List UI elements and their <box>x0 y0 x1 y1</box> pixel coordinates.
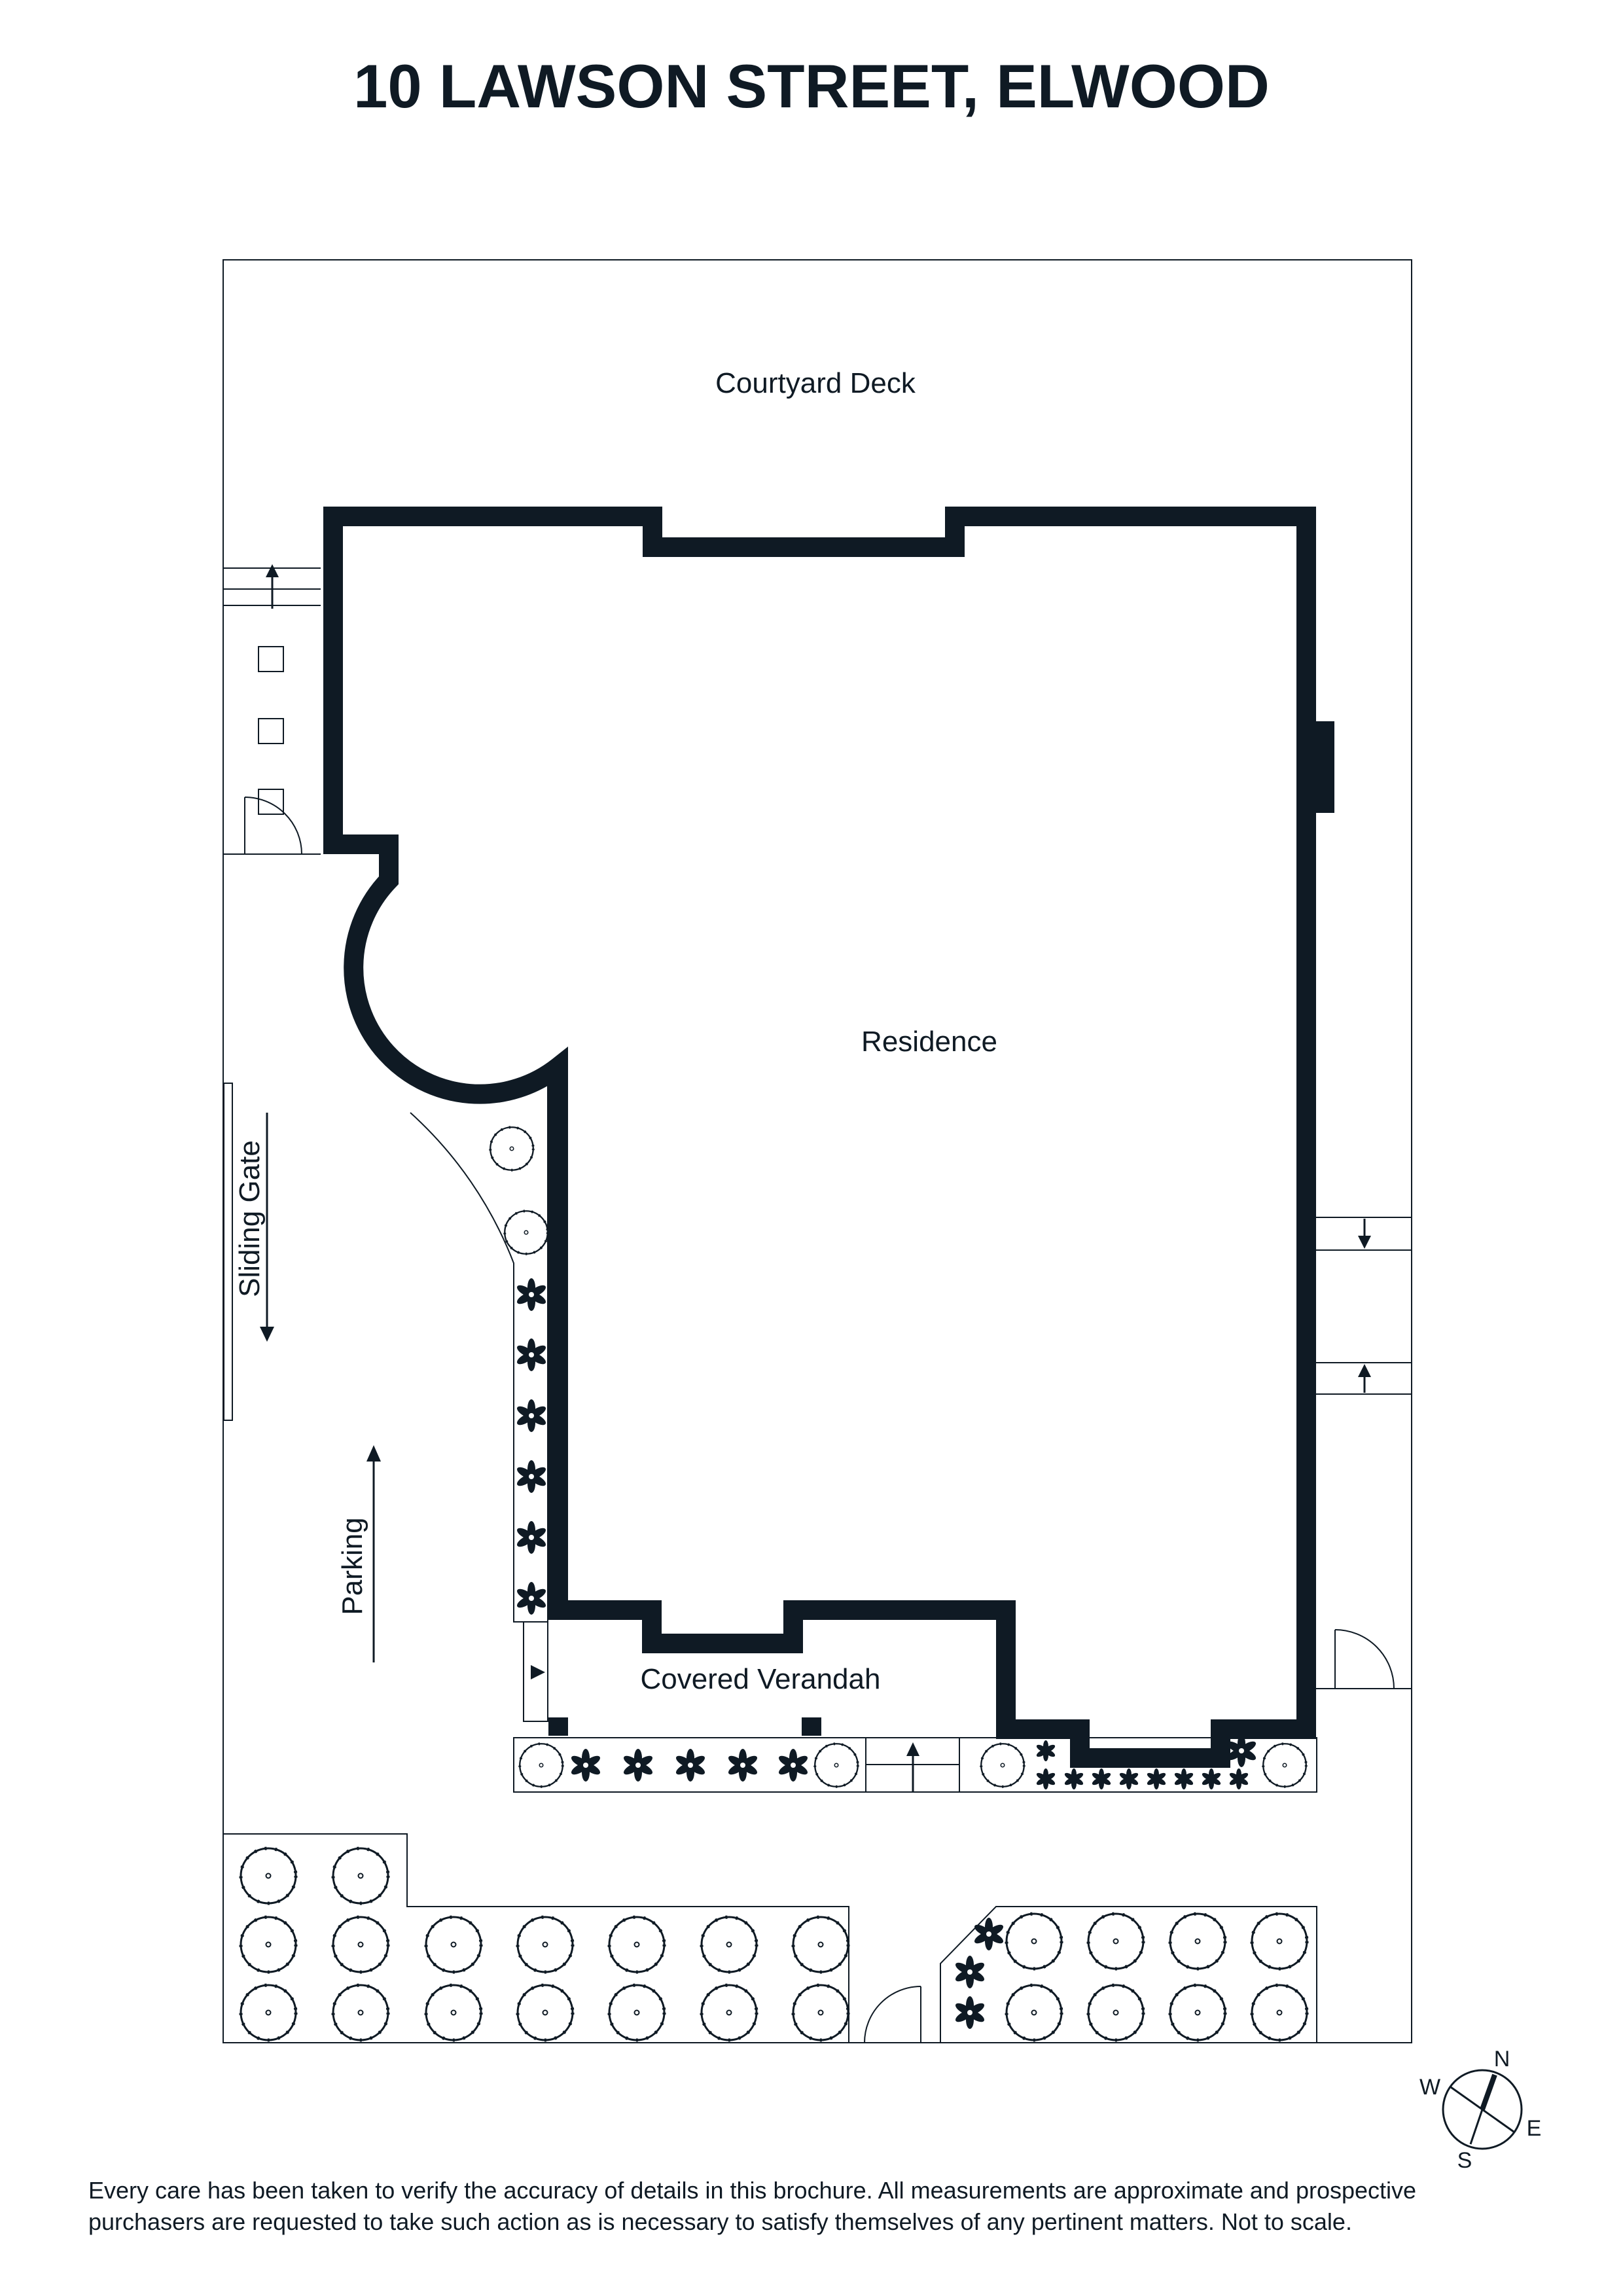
east-openings <box>1316 1217 1412 1689</box>
covered-verandah-label: Covered Verandah <box>641 1663 881 1695</box>
compass-icon <box>1442 2069 1523 2150</box>
front-gate <box>864 1986 921 2043</box>
compass-south: S <box>1457 2148 1472 2173</box>
west-garden-bed <box>410 1073 549 1623</box>
parking-arrow-icon <box>366 1445 381 1662</box>
compass-north: N <box>1494 2047 1510 2072</box>
side-path-arrow-icon <box>266 564 279 609</box>
front-entry-arrow-icon <box>906 1742 919 1792</box>
sliding-gate <box>223 1083 274 1421</box>
disclaimer-line-1: Every care has been taken to verify the … <box>88 2177 1417 2204</box>
fireplace-chimney <box>1315 721 1334 813</box>
disclaimer: Every care has been taken to verify the … <box>88 2175 1567 2238</box>
disclaimer-line-2: purchasers are requested to take such ac… <box>88 2208 1352 2235</box>
lower-left-garden <box>223 1833 849 2043</box>
sliding-gate-label: Sliding Gate <box>234 1140 266 1297</box>
lower-right-garden <box>940 1906 1317 2043</box>
east-door-arrow-icon <box>1358 1219 1371 1249</box>
compass-east: E <box>1527 2116 1542 2141</box>
east-window-arrow-icon <box>1358 1364 1371 1393</box>
parking-label: Parking <box>336 1517 368 1615</box>
page-title: 10 LAWSON STREET, ELWOOD <box>353 52 1270 120</box>
courtyard-deck-label: Courtyard Deck <box>715 367 916 399</box>
verandah-entry <box>523 1621 821 1736</box>
side-path <box>223 567 321 855</box>
residence-walls <box>323 507 1316 1768</box>
residence-label: Residence <box>861 1026 997 1058</box>
compass-west: W <box>1419 2075 1440 2100</box>
